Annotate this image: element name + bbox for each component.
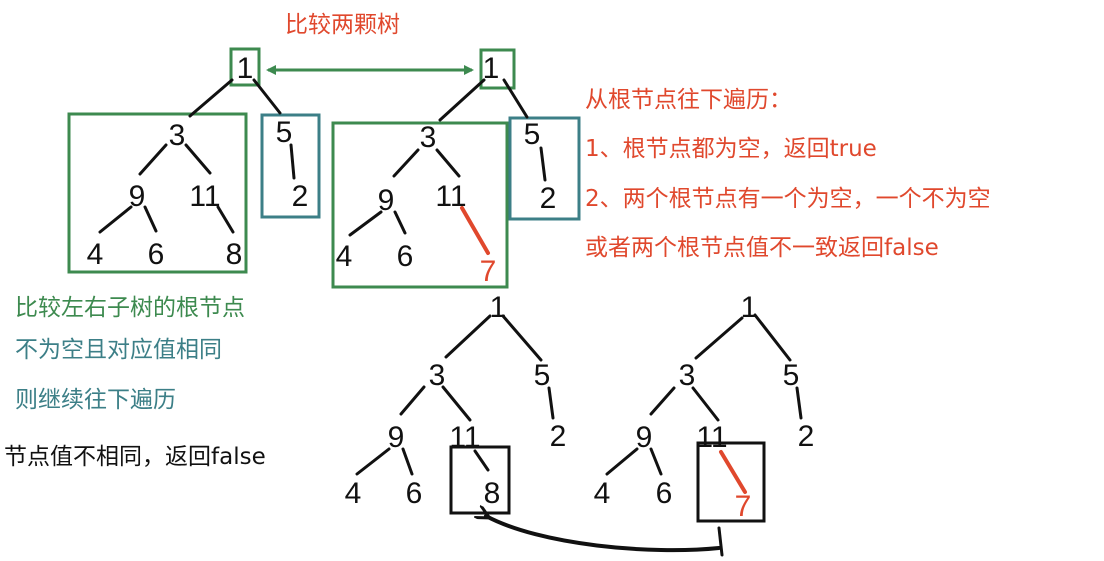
right-subtree-box (508, 116, 581, 221)
node-root: 1 (741, 291, 758, 324)
node-lrr: 8 (484, 477, 501, 510)
right-subtree-box (260, 113, 321, 219)
node-root: 1 (490, 291, 507, 324)
root-highlight-box (229, 47, 261, 87)
mismatch-compare-arrow (486, 516, 721, 553)
node-ll: 9 (378, 184, 395, 217)
node-ll: 9 (636, 421, 653, 454)
changed-edge (460, 206, 490, 255)
node-rr: 2 (798, 420, 815, 453)
node-lll: 4 (594, 477, 611, 510)
title: 比较两颗树 (285, 12, 400, 38)
node-llr: 6 (656, 477, 673, 510)
node-llr: 6 (397, 240, 414, 273)
root-highlight-box (479, 48, 516, 90)
node-lrr: 7 (480, 255, 497, 288)
node-lr: 11 (696, 421, 727, 454)
note-continue-traversal: 则继续往下遍历 (15, 387, 176, 413)
node-root: 1 (483, 52, 500, 85)
node-rr: 2 (292, 180, 309, 213)
node-lll: 4 (336, 240, 353, 273)
rules-heading: 从根节点往下遍历： (585, 87, 792, 113)
note-compare-subtrees: 比较左右子树的根节点 (15, 295, 245, 321)
node-r: 5 (276, 116, 293, 149)
node-lr: 11 (435, 180, 466, 213)
node-llr: 6 (406, 477, 423, 510)
node-lrr: 7 (735, 490, 752, 523)
node-l: 3 (169, 119, 186, 152)
note-not-empty-same-value: 不为空且对应值相同 (15, 337, 222, 363)
node-lll: 4 (345, 477, 362, 510)
arrow-tail-tick (717, 526, 724, 557)
node-llr: 6 (148, 238, 165, 271)
node-lr: 11 (189, 180, 220, 213)
tree-bottom-right: 1 3 5 9 11 2 4 6 7 (594, 291, 815, 523)
node-lll: 4 (87, 238, 104, 271)
node-r: 5 (783, 359, 800, 392)
note-values-differ: 节点值不相同，返回false (4, 444, 266, 470)
node-rr: 2 (540, 182, 557, 215)
node-l: 3 (420, 121, 437, 154)
rule-1: 1、根节点都为空，返回true (585, 136, 877, 162)
mismatch-box (696, 441, 766, 523)
node-r: 5 (534, 359, 551, 392)
node-lr: 11 (449, 421, 480, 454)
node-ll: 9 (129, 180, 146, 213)
node-ll: 9 (388, 421, 405, 454)
node-rr: 2 (550, 420, 567, 453)
changed-edge (719, 450, 747, 494)
rule-2-line1: 2、两个根节点有一个为空，一个不为空 (585, 186, 991, 212)
tree-top-left: 1 3 5 9 11 2 4 6 8 (67, 47, 321, 274)
node-l: 3 (429, 359, 446, 392)
node-l: 3 (679, 359, 696, 392)
node-root: 1 (237, 52, 254, 85)
node-lrr: 8 (226, 238, 243, 271)
tree-top-right: 1 3 5 9 11 2 4 6 7 (331, 48, 581, 289)
rule-2-line2: 或者两个根节点值不一致返回false (585, 235, 939, 261)
left-subtree-box (331, 121, 509, 289)
tree-bottom-left: 1 3 5 9 11 2 4 6 8 (345, 291, 567, 515)
left-subtree-box (67, 112, 248, 274)
node-r: 5 (524, 118, 541, 151)
